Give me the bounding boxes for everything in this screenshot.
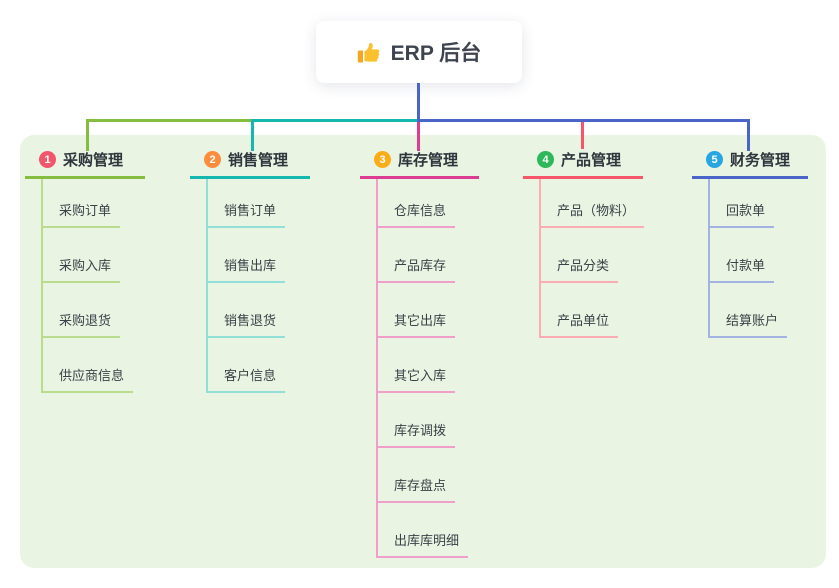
child-node[interactable]: 库存盘点 bbox=[378, 448, 468, 503]
child-node[interactable]: 回款单 bbox=[710, 179, 787, 228]
child-node-label: 出库库明细 bbox=[378, 530, 469, 558]
child-node-label: 采购退货 bbox=[43, 310, 121, 338]
branch-number-badge: 3 bbox=[374, 151, 391, 168]
branch-3: 3 库存管理 仓库信息产品库存其它出库其它入库库存调拨库存盘点出库库明细 bbox=[360, 143, 479, 558]
child-node[interactable]: 采购入库 bbox=[43, 228, 133, 283]
branch-number-badge: 4 bbox=[537, 151, 554, 168]
child-node[interactable]: 产品库存 bbox=[378, 228, 468, 283]
branch-5: 5 财务管理 回款单付款单结算账户 bbox=[692, 143, 808, 338]
child-node[interactable]: 产品单位 bbox=[541, 283, 644, 338]
branch-children: 仓库信息产品库存其它出库其它入库库存调拨库存盘点出库库明细 bbox=[376, 179, 469, 558]
child-node-label: 销售退货 bbox=[208, 310, 286, 338]
child-node[interactable]: 出库库明细 bbox=[378, 503, 469, 558]
branch-4: 4 产品管理 产品（物料） 产品分类产品单位 bbox=[523, 143, 645, 338]
branch-children: 采购订单采购入库采购退货供应商信息 bbox=[41, 179, 134, 393]
branch-number-badge: 5 bbox=[706, 151, 723, 168]
child-node[interactable]: 其它出库 bbox=[378, 283, 468, 338]
branch-2: 2 销售管理 销售订单销售出库销售退货客户信息 bbox=[190, 143, 310, 393]
connector-bus-mid-teal bbox=[252, 119, 419, 122]
branch-title[interactable]: 1 采购管理 bbox=[25, 143, 145, 179]
child-node[interactable]: 销售出库 bbox=[208, 228, 286, 283]
child-node[interactable]: 产品分类 bbox=[541, 228, 644, 283]
child-node[interactable]: 库存调拨 bbox=[378, 393, 468, 448]
connector-drop-inventory bbox=[417, 122, 420, 151]
branch-children: 回款单付款单结算账户 bbox=[708, 179, 788, 338]
branches-background-panel bbox=[20, 135, 826, 568]
connector-drop-finance bbox=[747, 119, 750, 151]
root-title: ERP 后台 bbox=[390, 42, 482, 65]
child-node[interactable]: 采购订单 bbox=[43, 179, 133, 228]
branch-1: 1 采购管理 采购订单采购入库采购退货供应商信息 bbox=[25, 143, 145, 393]
child-node-label: 库存调拨 bbox=[378, 420, 456, 448]
child-node[interactable]: 付款单 bbox=[710, 228, 787, 283]
branch-title[interactable]: 3 库存管理 bbox=[360, 143, 479, 179]
branch-title-label: 财务管理 bbox=[730, 152, 791, 169]
child-node-label: 回款单 bbox=[710, 200, 775, 228]
child-node[interactable]: 结算账户 bbox=[710, 283, 788, 338]
child-node-label: 产品库存 bbox=[378, 255, 456, 283]
branch-title[interactable]: 4 产品管理 bbox=[523, 143, 643, 179]
child-node-label: 其它出库 bbox=[378, 310, 456, 338]
child-node[interactable]: 销售退货 bbox=[208, 283, 286, 338]
child-node-label: 结算账户 bbox=[710, 310, 788, 338]
branch-children: 产品（物料） 产品分类产品单位 bbox=[539, 179, 645, 338]
child-node-label: 库存盘点 bbox=[378, 475, 456, 503]
thumbs-up-icon bbox=[357, 43, 379, 63]
branch-title-label: 销售管理 bbox=[228, 152, 289, 169]
child-node[interactable]: 产品（物料） bbox=[541, 179, 645, 228]
child-node-label: 产品分类 bbox=[541, 255, 619, 283]
child-node[interactable]: 其它入库 bbox=[378, 338, 468, 393]
child-node-label: 采购入库 bbox=[43, 255, 121, 283]
child-node-label: 其它入库 bbox=[378, 365, 456, 393]
child-node[interactable]: 仓库信息 bbox=[378, 179, 468, 228]
branch-children: 销售订单销售出库销售退货客户信息 bbox=[206, 179, 286, 393]
connector-bus-right-blue bbox=[417, 119, 750, 122]
branch-title-label: 采购管理 bbox=[63, 152, 124, 169]
child-node[interactable]: 采购退货 bbox=[43, 283, 133, 338]
branch-title-label: 产品管理 bbox=[561, 152, 622, 169]
branch-number-badge: 1 bbox=[39, 151, 56, 168]
connector-drop-product bbox=[581, 122, 584, 149]
branch-title[interactable]: 5 财务管理 bbox=[692, 143, 808, 179]
child-node-label: 采购订单 bbox=[43, 200, 121, 228]
branch-number-badge: 2 bbox=[204, 151, 221, 168]
child-node-label: 付款单 bbox=[710, 255, 775, 283]
child-node[interactable]: 客户信息 bbox=[208, 338, 286, 393]
child-node-label: 销售订单 bbox=[208, 200, 286, 228]
child-node[interactable]: 供应商信息 bbox=[43, 338, 134, 393]
connector-bus-left-green bbox=[87, 119, 254, 122]
branch-title-label: 库存管理 bbox=[398, 152, 459, 169]
child-node-label: 供应商信息 bbox=[43, 365, 134, 393]
child-node-label: 销售出库 bbox=[208, 255, 286, 283]
connector-drop-sales bbox=[251, 119, 254, 151]
child-node-label: 客户信息 bbox=[208, 365, 286, 393]
child-node-label: 产品单位 bbox=[541, 310, 619, 338]
root-node-erp[interactable]: ERP 后台 bbox=[316, 21, 522, 83]
connector-drop-purchase bbox=[86, 119, 89, 151]
connector-root-drop bbox=[417, 83, 420, 120]
child-node-label: 仓库信息 bbox=[378, 200, 456, 228]
branch-title[interactable]: 2 销售管理 bbox=[190, 143, 310, 179]
child-node[interactable]: 销售订单 bbox=[208, 179, 286, 228]
child-node-label: 产品（物料） bbox=[541, 200, 645, 228]
